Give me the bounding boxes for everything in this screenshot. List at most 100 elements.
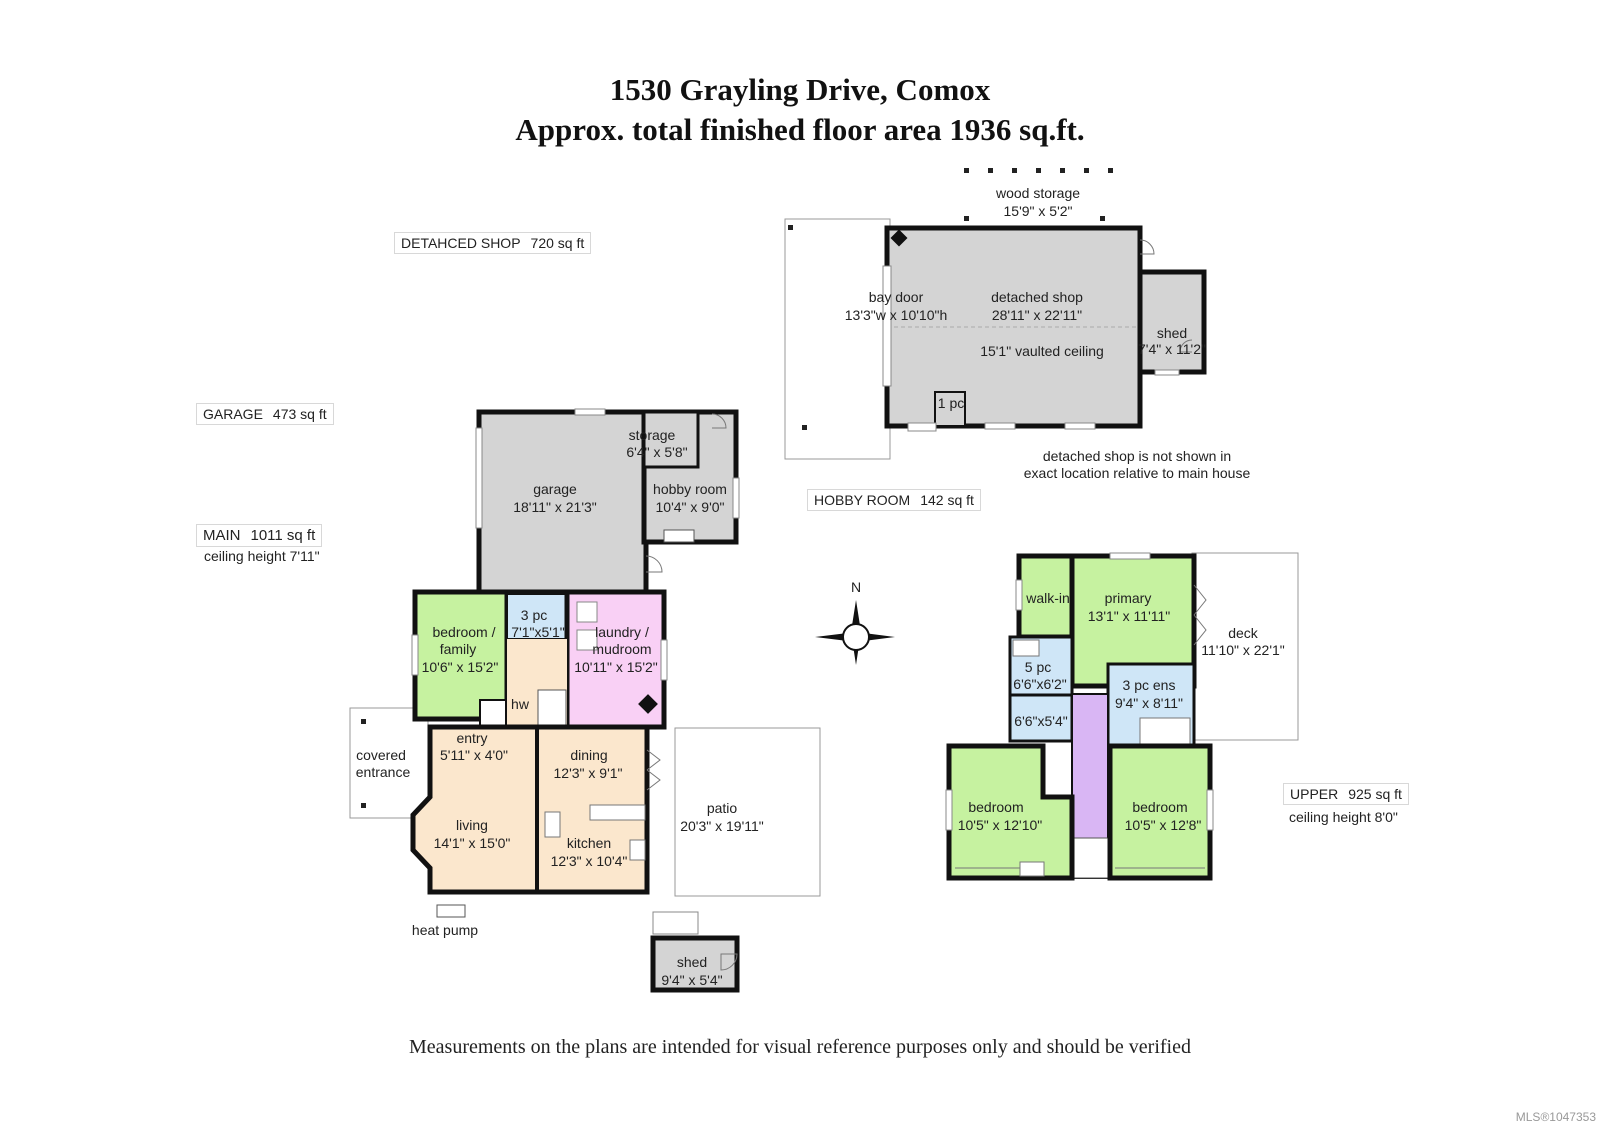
window [660,639,668,681]
covered-entrance-outline [349,707,429,819]
heat-pump-icon [436,904,466,918]
bay-door-dim: 13'3"w x 10'10"h [845,307,947,323]
garage-room [476,409,649,595]
primary-name: primary [1105,590,1152,606]
dining-dim: 12'3" x 9'1" [554,765,623,781]
window [945,789,953,831]
bedroom-left-name: bedroom [968,799,1023,815]
three-pc-room [506,593,568,640]
furnace-icon [638,694,658,714]
shed-shop-room [1137,269,1207,375]
shop-door-threshold [907,422,937,432]
detached-shop-dim: 28'11" x 22'11" [992,307,1082,323]
laundry-line2: mudroom [592,641,651,657]
plan-total-area: Approx. total finished floor area 1936 s… [515,112,1085,147]
storage-room [642,410,700,469]
hobby-summary-label: HOBBY ROOM [814,492,911,508]
hw-name: hw [511,696,530,712]
bedroom-family-dim: 10'6" x 15'2" [422,659,499,675]
dining-name: dining [570,747,607,763]
window [1206,789,1214,831]
heat-pump-name: heat pump [412,922,478,938]
counter-icon [589,804,646,821]
hobby-room-dim: 10'4" x 9'0" [656,499,725,515]
stairs-icon [537,689,567,728]
living-name: living [456,817,488,833]
garage-summary-area: 473 sq ft [272,406,327,422]
dryer-icon [576,629,598,651]
laundry-line1: laundry / [595,624,649,640]
detached-shop-plan: wood storage 15'9" x 5'2" bay door 13'3"… [784,168,1251,481]
door-swing [645,555,663,573]
window [411,634,419,676]
detached-shop-ceiling: 15'1" vaulted ceiling [980,343,1104,359]
detached-shop-name: detached shop [991,289,1083,305]
patio-outline [674,727,821,897]
storage-name: storage [629,427,676,443]
kitchen-dim: 12'3" x 10'4" [551,853,628,869]
storage-dim: 6'4" x 5'8" [626,444,687,460]
stove-icon [890,229,908,247]
window [1109,552,1151,560]
shop-note-line1: detached shop is not shown in [1043,448,1231,464]
hobby-room-name: hobby room [653,481,727,497]
bay-door-name: bay door [869,289,924,305]
upper-summary-label: UPPER [1290,786,1339,802]
upper-floor-plan: walk-in primary 13'1" x 11'11" deck 11'1… [945,552,1299,881]
door-swing [1179,339,1193,353]
wc-dim: 6'6"x5'4" [1014,713,1067,729]
hw-closet [479,699,507,727]
covered-line2: entrance [356,764,411,780]
upper-ceiling: ceiling height 8'0" [1289,809,1398,825]
compass-rose: N [815,579,895,665]
window [1154,369,1180,376]
plan-address: 1530 Grayling Drive, Comox [609,72,991,107]
bedroom-family-room [412,589,510,722]
stairs-icon [1069,837,1111,879]
window [984,422,1016,430]
door-swing [711,413,727,429]
deck-door [1193,584,1207,646]
living-dining-kitchen-area [410,724,650,895]
entrance-post [361,719,366,724]
primary-dim: 13'1" x 11'11" [1088,608,1171,624]
bay-door-opening [882,265,892,387]
shed-main-name: shed [677,954,707,970]
bedroom-right-name: bedroom [1132,799,1187,815]
patio-name: patio [707,800,738,816]
bedroom-family-line2: family [440,641,477,657]
garage-summary-label: GARAGE [203,406,263,422]
washer-icon [576,601,598,623]
door-swing [720,953,738,971]
shop-summary-area: 720 sq ft [530,235,585,251]
covered-line1: covered [356,747,406,763]
wood-storage-name: wood storage [995,185,1080,201]
garage-dim: 18'11" x 21'3" [513,499,597,515]
laundry-dim: 10'11" x 15'2" [574,659,658,675]
main-ceiling: ceiling height 7'11" [204,548,320,564]
hobby-summary-area: 142 sq ft [920,492,974,508]
one-pc-room [934,391,966,427]
hobby-summary: HOBBY ROOM 142 sq ft [807,489,981,511]
shop-note-line2: exact location relative to main house [1024,465,1251,481]
three-pc-ens-name: 3 pc ens [1123,677,1176,693]
door-swing [1139,239,1155,255]
tub-icon [1012,639,1040,657]
bench-icon [1019,861,1045,877]
sink-icon [629,839,646,861]
entry-dim: 5'11" x 4'0" [440,747,508,763]
mls-number: MLS®1047353 [1515,1110,1596,1124]
apron-post [802,425,807,430]
garage-summary: GARAGE 473 sq ft [196,403,334,425]
three-pc-dim: 7'1"x5'1" [511,624,564,640]
three-pc-ens-dim: 9'4" x 8'11" [1115,695,1183,711]
five-pc-name: 5 pc [1025,659,1051,675]
shed-main-room [650,935,740,993]
bedroom-right-room [1107,743,1213,881]
disclaimer: Measurements on the plans are intended f… [409,1036,1191,1058]
main-summary-area: 1011 sq ft [250,527,316,544]
shop-summary-label: DETAHCED SHOP [401,235,521,251]
shop-summary: DETAHCED SHOP 720 sq ft [394,232,592,254]
